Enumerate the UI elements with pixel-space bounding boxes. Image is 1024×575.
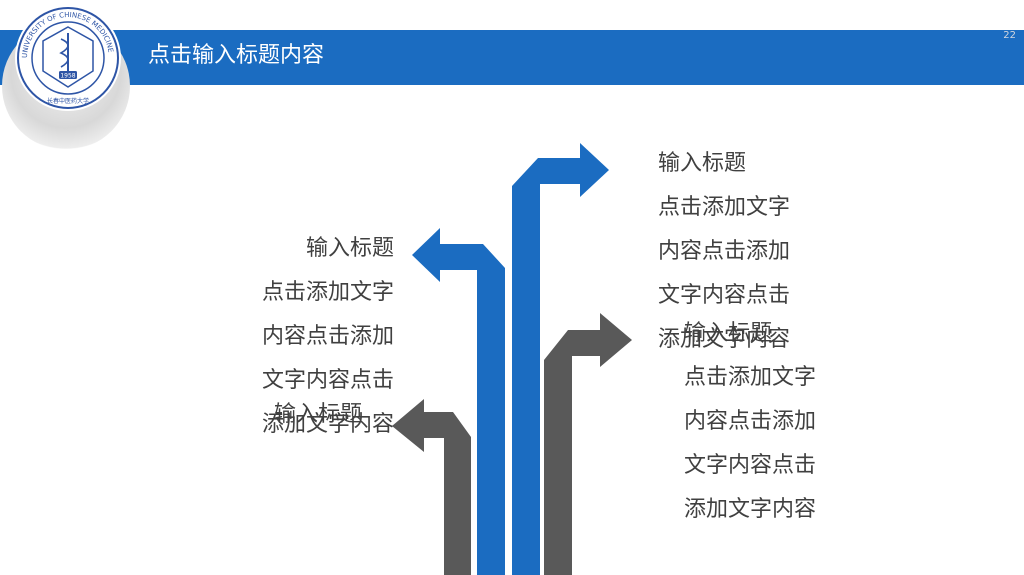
block-line: 点击添加文字 xyxy=(684,365,817,390)
blue-arrow-right xyxy=(512,143,609,575)
page-number: 22 xyxy=(1003,30,1016,41)
block-title: 输入标题 xyxy=(274,402,363,427)
university-logo: UNIVERSITY OF CHINESE MEDICINE 长春中医药大学 1… xyxy=(15,5,121,111)
title-bar xyxy=(0,30,1024,85)
block-title: 输入标题 xyxy=(305,236,394,261)
text-block-left-lower: 输入标题 xyxy=(274,393,362,437)
block-title: 输入标题 xyxy=(684,321,773,346)
block-line: 添加文字内容 xyxy=(261,412,394,437)
block-line: 添加文字内容 xyxy=(684,497,817,522)
blue-arrow-left xyxy=(412,228,505,575)
gray-arrow-left xyxy=(392,399,471,575)
gray-arrow-right xyxy=(544,313,632,575)
text-block-left-upper: 输入标题 点击添加文字 内容点击添加 文字内容点击 添加文字内容 xyxy=(246,227,394,447)
block-line: 内容点击添加 xyxy=(658,239,791,264)
logo-bottom-text: 长春中医药大学 xyxy=(47,97,89,105)
text-block-right-lower: 输入标题 点击添加文字 内容点击添加 文字内容点击 添加文字内容 xyxy=(684,312,816,532)
block-line: 点击添加文字 xyxy=(261,280,394,305)
block-line: 文字内容点击 xyxy=(658,283,791,308)
block-line: 文字内容点击 xyxy=(261,368,394,393)
block-line: 添加文字内容 xyxy=(658,327,791,352)
block-title: 输入标题 xyxy=(658,151,747,176)
logo-center-badge: 1958 xyxy=(60,73,75,80)
block-line: 内容点击添加 xyxy=(261,324,394,349)
block-line: 点击添加文字 xyxy=(658,195,791,220)
text-block-right-upper: 输入标题 点击添加文字 内容点击添加 文字内容点击 添加文字内容 xyxy=(658,142,790,362)
block-line: 内容点击添加 xyxy=(684,409,817,434)
block-line: 文字内容点击 xyxy=(684,453,817,478)
page-title: 点击输入标题内容 xyxy=(148,43,325,68)
